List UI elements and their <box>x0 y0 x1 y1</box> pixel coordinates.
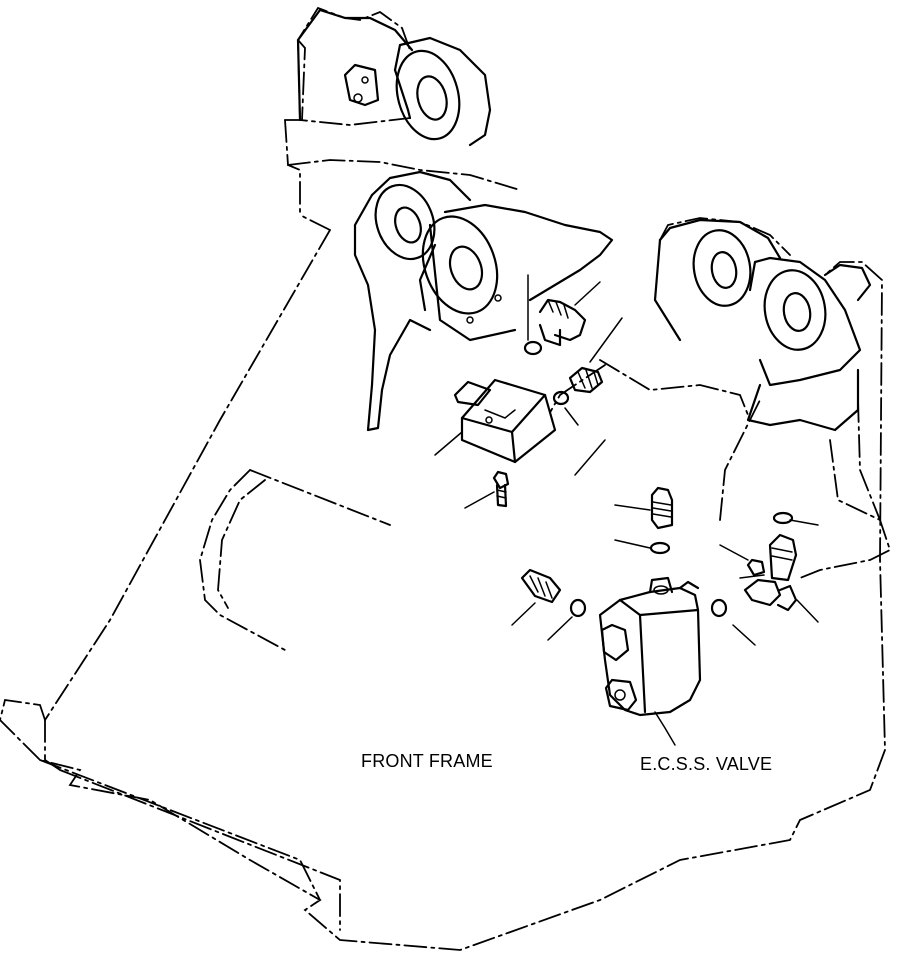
upper-left-boss <box>296 8 492 147</box>
ecss-valve <box>598 576 702 717</box>
plug <box>746 558 766 577</box>
o-ring-5 <box>569 598 587 618</box>
straight-connector-upper <box>568 366 604 394</box>
solenoid-block <box>453 378 557 464</box>
right-bosses <box>653 218 872 432</box>
ecss-valve-label: E.C.S.S. VALVE <box>640 754 773 774</box>
o-ring-1 <box>523 340 543 356</box>
elbow-fitting-upper <box>538 298 587 347</box>
front-frame-outline <box>0 6 892 951</box>
straight-connector-top <box>650 486 674 530</box>
middle-pivot <box>353 170 614 432</box>
bolt <box>492 470 510 508</box>
o-ring-4 <box>772 511 794 525</box>
tee-fitting <box>743 533 798 612</box>
o-ring-2 <box>552 390 570 406</box>
o-ring-3 <box>649 541 671 555</box>
front-frame-label: FRONT FRAME <box>361 751 493 771</box>
straight-connector-lower <box>520 568 562 604</box>
leader-lines <box>434 274 819 746</box>
o-ring-6 <box>710 598 728 618</box>
